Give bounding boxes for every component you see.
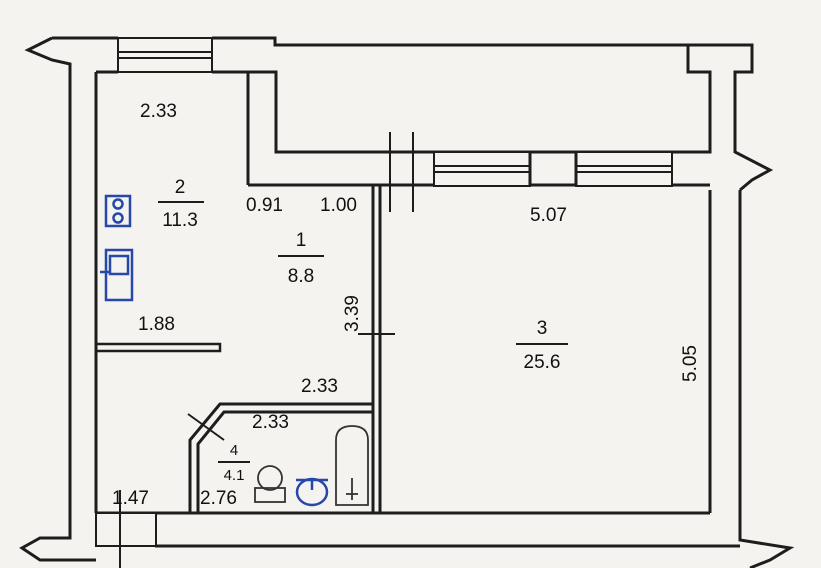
room-label-2: 2 11.3 bbox=[158, 177, 204, 231]
dim-hall-left: 0.91 bbox=[246, 195, 283, 216]
window-kitchen bbox=[117, 37, 213, 73]
interior-walls bbox=[94, 132, 710, 568]
dim-bath-inner: 2.33 bbox=[252, 412, 289, 433]
outer-walls bbox=[19, 36, 795, 568]
room-4-number: 4 bbox=[230, 442, 238, 459]
dim-bath-outer: 2.33 bbox=[301, 376, 338, 397]
toilet-icon bbox=[254, 465, 286, 503]
room-1-number: 1 bbox=[296, 230, 307, 251]
room-2-area: 11.3 bbox=[162, 210, 198, 231]
room-2-number: 2 bbox=[175, 177, 186, 198]
room-4-area: 4.1 bbox=[224, 467, 245, 484]
dim-hall-right: 1.00 bbox=[320, 195, 357, 216]
room-label-1: 1 8.8 bbox=[278, 230, 324, 287]
dim-kitchen-top: 2.33 bbox=[140, 101, 177, 122]
room-label-3: 3 25.6 bbox=[516, 318, 568, 373]
dim-living-width: 5.07 bbox=[530, 205, 567, 226]
room-3-number: 3 bbox=[537, 318, 548, 339]
room-label-4: 4 4.1 bbox=[218, 442, 250, 484]
kitchen-sink-icon bbox=[100, 248, 134, 302]
room-1-area: 8.8 bbox=[288, 266, 314, 287]
dim-hall-height: 3.39 bbox=[342, 295, 363, 332]
dim-living-height: 5.05 bbox=[680, 345, 701, 382]
bathtub-icon bbox=[335, 425, 369, 506]
window-living-left bbox=[433, 151, 531, 187]
stove-icon bbox=[104, 194, 132, 228]
window-living-right bbox=[575, 151, 673, 187]
washbasin-icon bbox=[295, 477, 329, 507]
room-3-area: 25.6 bbox=[524, 352, 561, 373]
dim-bath-height: 2.76 bbox=[200, 488, 237, 509]
window-bottom-left bbox=[95, 512, 157, 547]
dim-bottom-left: 1.47 bbox=[112, 488, 149, 509]
dim-kitchen-mid: 1.88 bbox=[138, 314, 175, 335]
